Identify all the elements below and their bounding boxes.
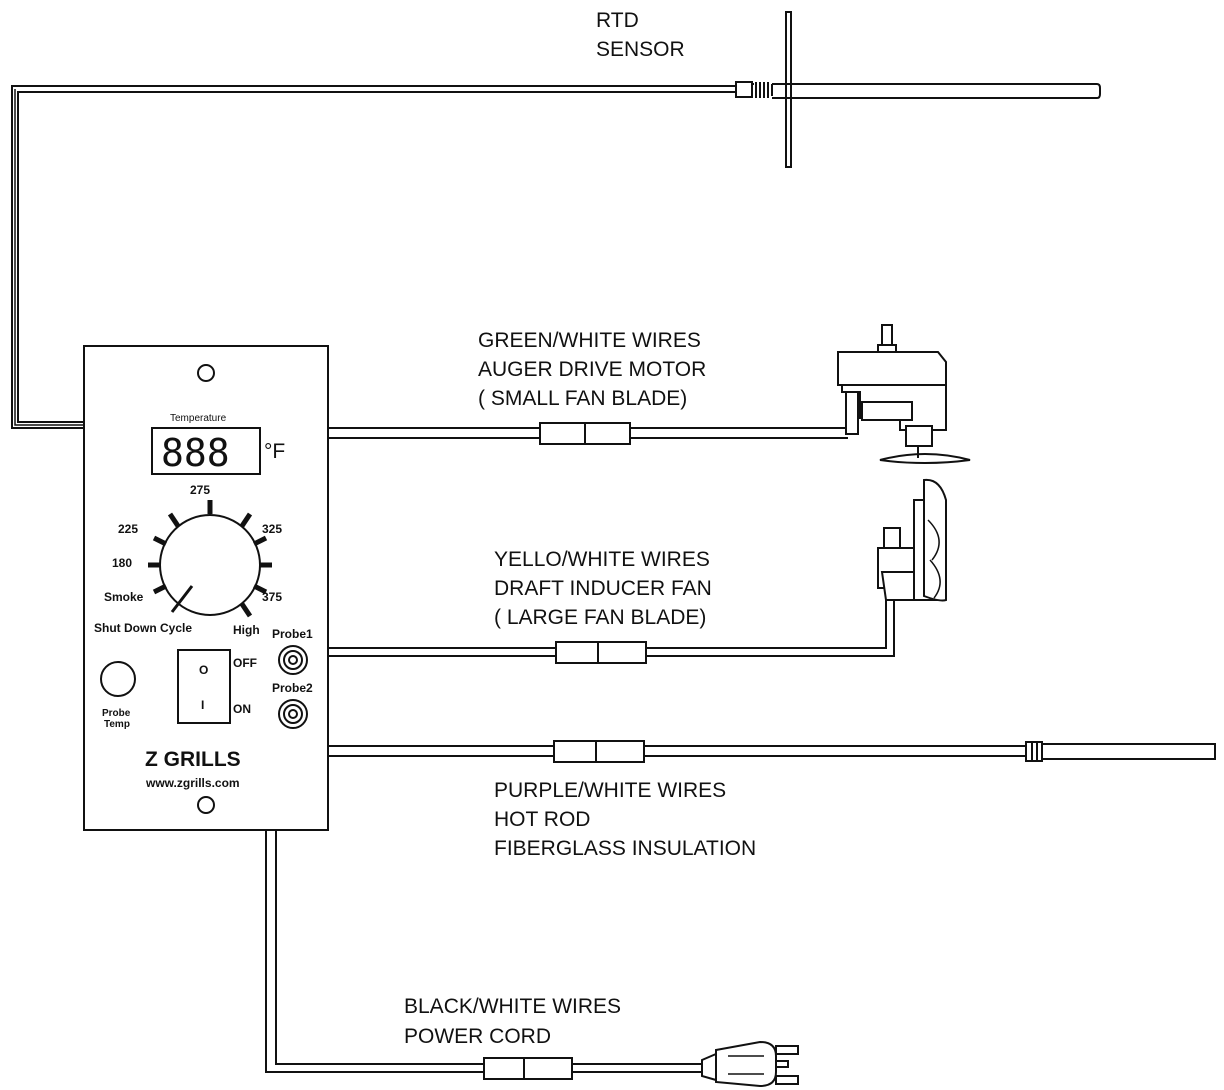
inducer-label-line1: YELLO/WHITE WIRES xyxy=(494,548,710,571)
probe-temp-label-1: Probe xyxy=(102,708,131,719)
dial-shutdown: Shut Down Cycle xyxy=(94,621,192,635)
dial-180: 180 xyxy=(112,556,132,570)
probe-temp-button[interactable] xyxy=(100,661,136,697)
rtd-label-line2: SENSOR xyxy=(596,38,685,61)
probe2-label: Probe2 xyxy=(272,681,313,695)
hotrod-label-line3: FIBERGLASS INSULATION xyxy=(494,837,756,860)
power-switch[interactable] xyxy=(177,649,231,724)
auger-wire xyxy=(328,422,848,445)
probe1-jack[interactable] xyxy=(278,645,308,675)
temperature-digits: 888 xyxy=(161,431,230,475)
dial-smoke: Smoke xyxy=(104,590,144,604)
probe1-label: Probe1 xyxy=(272,627,313,641)
controller-panel: Temperature 888 °F 275 225 325 xyxy=(83,345,329,831)
probe2-jack[interactable] xyxy=(278,699,308,729)
brand-name: Z GRILLS xyxy=(145,748,241,771)
power-plug-icon xyxy=(701,1040,799,1088)
dial-325: 325 xyxy=(262,522,282,536)
mount-hole-bottom xyxy=(197,796,215,814)
dial-high: High xyxy=(233,623,260,637)
inducer-label-line3: ( LARGE FAN BLADE) xyxy=(494,606,706,629)
hotrod-wire xyxy=(328,740,1026,763)
auger-label-line2: AUGER DRIVE MOTOR xyxy=(478,358,706,381)
hotrod-label-line1: PURPLE/WHITE WIRES xyxy=(494,779,726,802)
brand-url: www.zgrills.com xyxy=(145,776,240,790)
auger-motor-icon xyxy=(837,324,971,464)
switch-on-glyph: I xyxy=(201,698,204,712)
power-label-line2: POWER CORD xyxy=(404,1025,551,1048)
power-label-line1: BLACK/WHITE WIRES xyxy=(404,995,621,1018)
temperature-label: Temperature xyxy=(170,413,227,424)
dial-375: 375 xyxy=(262,590,282,604)
temperature-display xyxy=(151,427,261,475)
probe-temp-label-2: Temp xyxy=(104,719,130,730)
switch-on-label: ON xyxy=(233,702,251,716)
temperature-dial[interactable] xyxy=(148,500,272,618)
temperature-unit: °F xyxy=(264,440,285,463)
dial-275: 275 xyxy=(190,483,210,497)
hotrod-label-line2: HOT ROD xyxy=(494,808,590,831)
power-cord-wire xyxy=(265,830,702,1080)
hot-rod-icon xyxy=(1025,741,1216,762)
inducer-label-line2: DRAFT INDUCER FAN xyxy=(494,577,712,600)
switch-off-label: OFF xyxy=(233,656,257,670)
rtd-label-line1: RTD xyxy=(596,9,639,32)
inducer-wire xyxy=(328,600,895,664)
dial-225: 225 xyxy=(118,522,138,536)
switch-off-glyph: O xyxy=(199,663,208,677)
auger-label-line3: ( SMALL FAN BLADE) xyxy=(478,387,687,410)
auger-label-line1: GREEN/WHITE WIRES xyxy=(478,329,701,352)
inducer-fan-icon xyxy=(877,478,947,602)
rtd-sensor xyxy=(11,11,1101,429)
mount-hole-top xyxy=(197,364,215,382)
